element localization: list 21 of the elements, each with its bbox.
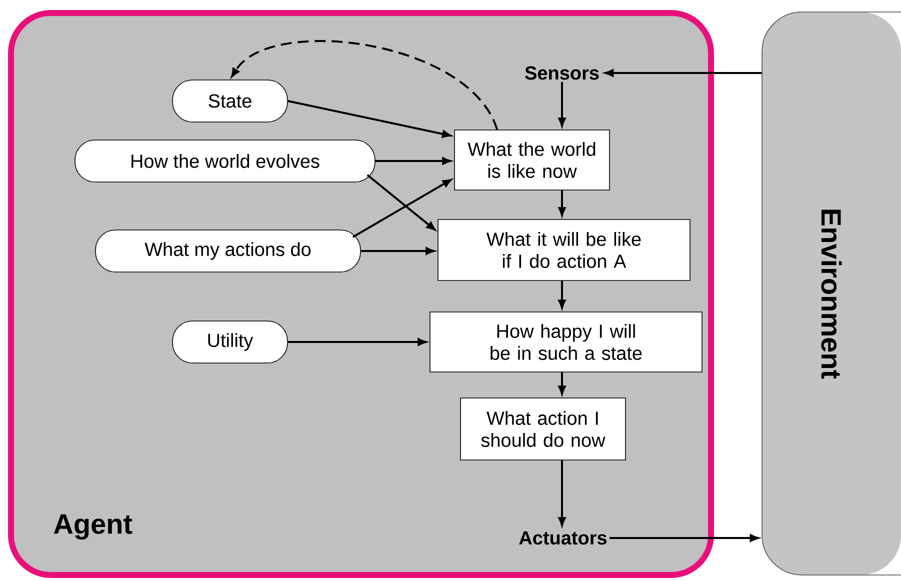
arrow — [352, 179, 452, 238]
port-label: Sensors — [525, 66, 599, 80]
arrow — [604, 69, 762, 77]
arrow — [366, 174, 436, 230]
arrow — [558, 82, 566, 126]
environment-band: Environment — [762, 12, 901, 576]
arrow — [360, 247, 434, 255]
arrow — [558, 190, 566, 216]
arrow — [288, 338, 426, 346]
arrow — [288, 100, 452, 138]
arrow — [231, 40, 498, 130]
arrow — [375, 157, 451, 165]
arrow — [610, 534, 759, 542]
arrow — [558, 280, 566, 308]
arrow — [558, 372, 566, 394]
process-box: What action I should do now — [460, 398, 626, 460]
process-box: How happy I will be in such a state — [430, 312, 702, 372]
process-box: What the world is like now — [454, 130, 610, 190]
port-label: Actuators — [519, 531, 607, 545]
process-box: What it will be like if I do action A — [438, 219, 690, 281]
arrow — [558, 460, 566, 526]
